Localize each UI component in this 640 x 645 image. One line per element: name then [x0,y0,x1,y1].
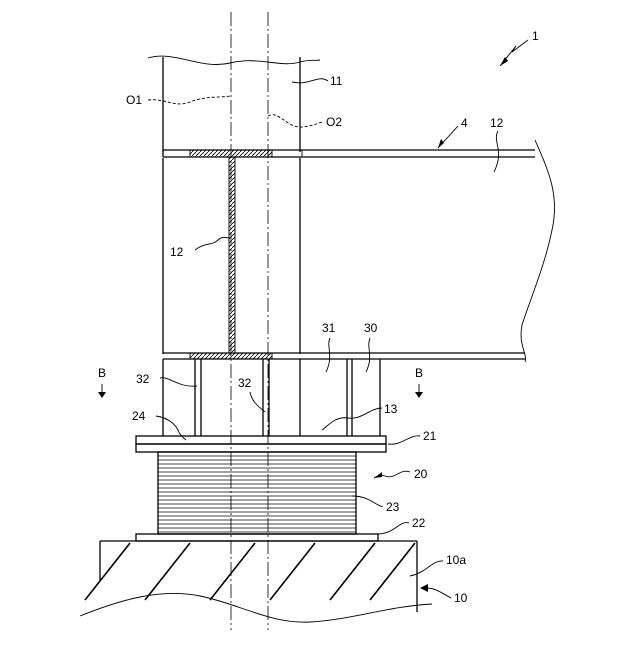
label-base-member: 30 [364,321,378,335]
leader-foundation [425,588,451,598]
upper-plate [136,436,386,452]
leader-beam-web [494,131,499,172]
arrowhead-device [500,57,508,66]
label-rubber-layers: 23 [386,500,400,514]
foundation-hatch-line [145,543,190,600]
label-axis-o2: O2 [326,115,342,129]
web-plate [229,157,235,353]
foundation-break-line [80,593,432,622]
lower-plate [136,534,378,541]
down-arrow-left [98,392,106,398]
label-lower-plate: 22 [412,516,426,530]
label-section-b-left: B [98,366,106,380]
leader-lower-plate [378,523,409,534]
down-arrow-right [415,392,423,398]
foundation-hatching [85,543,415,600]
leader-base-member [366,338,370,372]
leader-o1 [148,96,231,104]
label-diaphragm: 31 [322,321,336,335]
leader-column [292,79,328,83]
label-upper-plate: 21 [423,429,437,443]
base-member [163,359,380,436]
label-column-lower: 13 [384,402,398,416]
beam-lower-flange [163,353,525,359]
foundation [80,541,432,622]
label-isolator: 20 [414,467,428,481]
foundation-hatch-line [270,543,315,600]
label-beam-web: 12 [490,116,504,130]
arrowhead-isolator [374,472,382,478]
label-stiffener-mid: 32 [238,376,252,390]
foundation-hatch-line [85,543,130,600]
arrowhead-beam [438,139,444,148]
label-stiffener-left: 32 [136,372,150,386]
leader-upper-plate [388,436,420,444]
label-beam: 4 [461,116,468,130]
beam-upper-flange [163,150,535,157]
foundation-hatch-line [370,543,415,600]
foundation-hatch-line [210,543,255,600]
label-foundation: 10 [454,591,468,605]
label-web-plate: 12 [170,245,184,259]
label-axis-o1: O1 [126,93,142,107]
leader-diaphragm [326,338,330,372]
label-lower-web: 24 [132,409,146,423]
label-section-b-right: B [415,366,423,380]
rubber-bearing [158,452,356,534]
label-column: 11 [330,74,343,88]
foundation-hatch-line [330,543,375,600]
beam-break-line [521,140,555,362]
column-break-line [148,56,320,64]
leader-foundation-top [410,561,443,576]
leader-stiffener-left [160,378,197,386]
leader-o2 [268,115,322,127]
leader-web-plate [195,238,230,251]
label-foundation-top: 10a [446,553,466,567]
arrowhead-foundation [420,584,428,592]
label-device: 1 [532,29,539,43]
